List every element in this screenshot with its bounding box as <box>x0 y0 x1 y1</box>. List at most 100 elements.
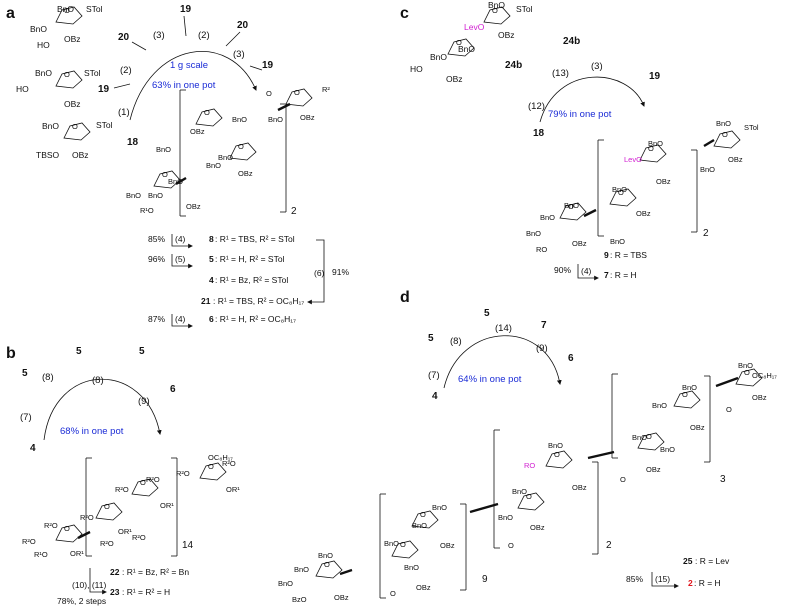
svg-text:8: 8 <box>209 234 214 244</box>
svg-text:(4): (4) <box>581 266 592 276</box>
svg-text:BnO: BnO <box>232 115 247 124</box>
svg-text:4: 4 <box>209 275 214 285</box>
svg-text:(5): (5) <box>175 254 186 264</box>
svg-text:OBz: OBz <box>636 209 651 218</box>
svg-text:O: O <box>508 541 514 550</box>
panel-c-product: 2 BnO STol OBz BnO BnO LevO OBz BnO OBz … <box>526 119 759 254</box>
svg-text:TBSO: TBSO <box>36 150 60 160</box>
donor-20-structure: BnO BnO HO OBz STol <box>30 4 103 50</box>
yield-banner: 63% in one pot <box>152 80 216 91</box>
svg-text:BnO: BnO <box>57 4 74 14</box>
svg-text:BnO: BnO <box>512 487 527 496</box>
panel-b-label: b <box>6 345 16 362</box>
svg-text:OC₈H₁₇: OC₈H₁₇ <box>752 371 777 380</box>
svg-text:BnO: BnO <box>526 229 541 238</box>
panel-a-product: 2 O R² OBz BnO BnO BnO OBz BnO OBz BnO B… <box>126 85 330 217</box>
svg-text:OBz: OBz <box>530 523 545 532</box>
svg-text:7: 7 <box>604 270 609 280</box>
svg-text:: R¹ = R² = H: : R¹ = R² = H <box>122 587 170 597</box>
one-pot-arc <box>443 335 562 389</box>
svg-text:(6): (6) <box>314 268 325 278</box>
svg-text:BnO: BnO <box>488 0 505 10</box>
block-label: 20 <box>237 20 249 31</box>
panel-b-product: 14 R²O OC₈H₁₇ OR¹ R²O R²O R²O OR¹ R²O OR… <box>22 453 240 559</box>
scale-banner: 1 g scale <box>170 60 208 71</box>
svg-text:22: 22 <box>110 567 120 577</box>
svg-text:5: 5 <box>484 308 490 319</box>
svg-text:9: 9 <box>604 250 609 260</box>
svg-text:(3): (3) <box>591 61 603 72</box>
svg-text:OBz: OBz <box>572 483 587 492</box>
yield-banner: 68% in one pot <box>60 426 124 437</box>
svg-text:O: O <box>620 475 626 484</box>
svg-text:(9): (9) <box>536 343 548 354</box>
svg-text:OR¹: OR¹ <box>226 485 240 494</box>
block-label: 19 <box>98 84 110 95</box>
svg-text:4: 4 <box>432 391 438 402</box>
svg-text:7: 7 <box>541 320 547 331</box>
svg-text:OBz: OBz <box>186 202 201 211</box>
yield-banner: 79% in one pot <box>548 109 612 120</box>
svg-text:21: 21 <box>201 296 211 306</box>
svg-text:STol: STol <box>84 68 101 78</box>
svg-text:STol: STol <box>744 123 759 132</box>
svg-text:91%: 91% <box>332 267 349 277</box>
svg-text:4: 4 <box>30 443 36 454</box>
svg-text:85%: 85% <box>148 234 165 244</box>
panel-d-label: d <box>400 289 410 306</box>
svg-text:(12): (12) <box>528 101 545 112</box>
svg-text:87%: 87% <box>148 314 165 324</box>
svg-text:BnO: BnO <box>35 68 52 78</box>
panel-a-products: 85% (4) 8 : R¹ = TBS, R² = STol 96% (5) … <box>148 234 349 329</box>
svg-text:R²O: R²O <box>115 485 129 494</box>
svg-text:(8): (8) <box>42 372 54 383</box>
svg-text:BnO: BnO <box>682 383 697 392</box>
svg-text:(13): (13) <box>552 68 569 79</box>
svg-text:: R = H: : R = H <box>694 578 721 588</box>
svg-text:BnO: BnO <box>632 433 647 442</box>
panel-b: b 5 5 5 6 4 (8) (8) (9) (7) 68% in one p… <box>6 345 240 606</box>
svg-text:OBz: OBz <box>498 30 515 40</box>
svg-text:R²O: R²O <box>222 459 236 468</box>
svg-text:: R¹ = TBS, R² = OC₈H₁₇: : R¹ = TBS, R² = OC₈H₁₇ <box>213 296 304 306</box>
svg-text:RO: RO <box>536 245 547 254</box>
svg-text:: R¹ = Bz, R² = STol: : R¹ = Bz, R² = STol <box>215 275 288 285</box>
svg-text:RO: RO <box>524 461 535 470</box>
svg-text:24b: 24b <box>505 60 522 71</box>
svg-text:(7): (7) <box>428 370 440 381</box>
svg-text:BnO: BnO <box>148 191 163 200</box>
svg-text:R²O: R²O <box>80 513 94 522</box>
svg-text:BnO: BnO <box>42 121 59 131</box>
svg-text:2: 2 <box>703 228 709 239</box>
svg-text:BnO: BnO <box>412 521 427 530</box>
panel-d-product: 3 2 9 BnO OC₈H₁₇ OBz O BnO BnO OBz BnO B… <box>278 361 777 604</box>
svg-text:OBz: OBz <box>190 127 205 136</box>
svg-text:OBz: OBz <box>440 541 455 550</box>
svg-text:3: 3 <box>720 474 726 485</box>
svg-text:BnO: BnO <box>168 177 183 186</box>
svg-text:OR¹: OR¹ <box>118 527 132 536</box>
svg-text:BnO: BnO <box>156 145 171 154</box>
svg-text:HO: HO <box>37 40 50 50</box>
svg-text:R²O: R²O <box>132 533 146 542</box>
svg-text:(9): (9) <box>138 396 150 407</box>
svg-text:OR¹: OR¹ <box>160 501 174 510</box>
svg-text:19: 19 <box>649 71 661 82</box>
svg-text:BnO: BnO <box>612 185 627 194</box>
one-pot-arc <box>129 51 257 121</box>
svg-text:BnO: BnO <box>716 119 731 128</box>
svg-text:HO: HO <box>16 84 29 94</box>
svg-text:5: 5 <box>22 368 28 379</box>
svg-text:2: 2 <box>606 540 612 551</box>
svg-text:: R¹ = TBS, R² = STol: : R¹ = TBS, R² = STol <box>215 234 295 244</box>
svg-text:BnO: BnO <box>126 191 141 200</box>
svg-text:(8): (8) <box>450 336 462 347</box>
svg-text:BnO: BnO <box>738 361 753 370</box>
svg-text:6: 6 <box>209 314 214 324</box>
svg-text:OBz: OBz <box>690 423 705 432</box>
yield-banner: 64% in one pot <box>458 374 522 385</box>
svg-text:OBz: OBz <box>334 593 349 602</box>
one-pot-arc <box>539 76 645 123</box>
block-label: 19 <box>262 60 274 71</box>
